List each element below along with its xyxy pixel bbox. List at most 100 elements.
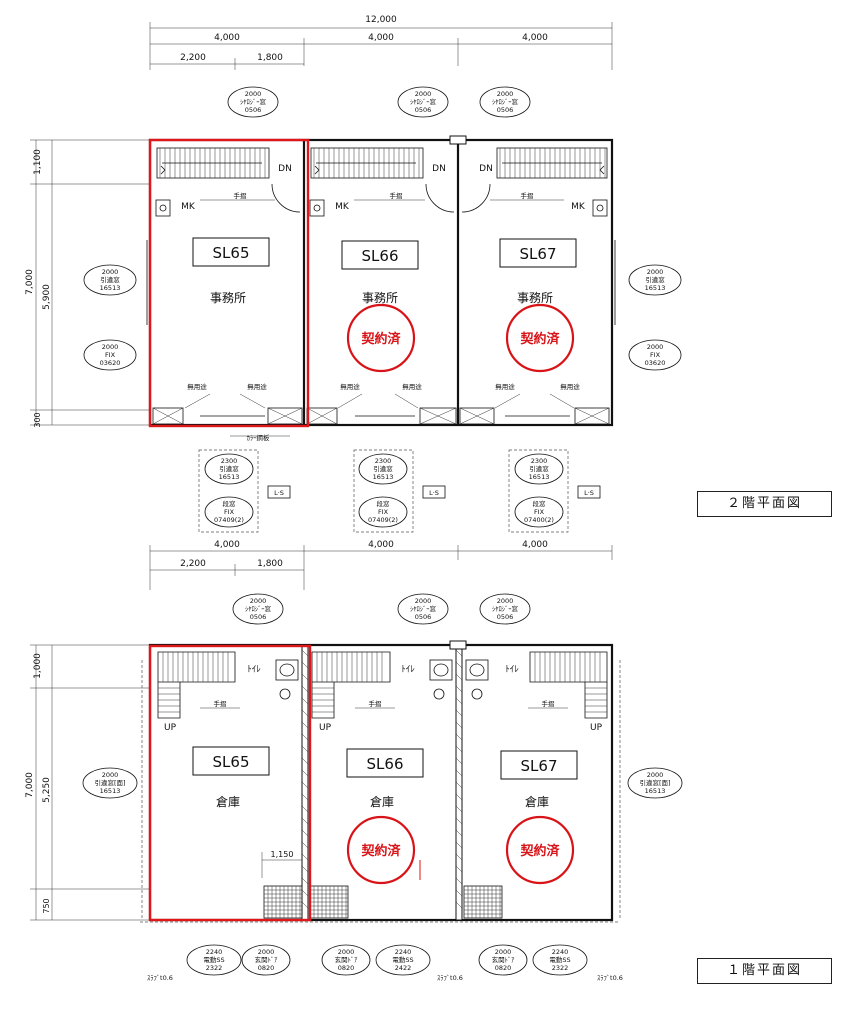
svg-text:ｼﾔﾛｼﾞｰ窓: ｼﾔﾛｼﾞｰ窓 — [492, 97, 519, 106]
stairs-1f — [157, 651, 608, 719]
svg-text:SL65: SL65 — [213, 753, 250, 771]
svg-text:FIX: FIX — [650, 351, 661, 359]
svg-text:03620: 03620 — [100, 359, 121, 367]
svg-text:FIX: FIX — [378, 508, 389, 516]
svg-text:16513: 16513 — [219, 473, 240, 481]
svg-text:SL66: SL66 — [362, 247, 399, 265]
svg-text:FIX: FIX — [534, 508, 545, 516]
room-name: 倉庫 — [525, 794, 549, 809]
svg-text:段窓: 段窓 — [533, 499, 547, 508]
svg-text:引違窓[面]: 引違窓[面] — [94, 778, 125, 787]
svg-text:2000: 2000 — [245, 90, 262, 98]
svg-text:契約済: 契約済 — [360, 843, 401, 859]
svg-text:電動SS: 電動SS — [549, 955, 570, 964]
svg-text:16513: 16513 — [373, 473, 394, 481]
dim-2f-c: 5,900 — [42, 284, 52, 310]
highlight-sl65-2f — [148, 138, 310, 428]
svg-text:750: 750 — [42, 898, 51, 913]
svg-text:0506: 0506 — [497, 106, 514, 114]
svg-text:手摺: 手摺 — [369, 699, 383, 708]
dim-2f-d: 300 — [33, 412, 42, 427]
floor1-title: １階平面図 — [697, 958, 832, 984]
room-name: 倉庫 — [216, 794, 240, 809]
svg-text:FIX: FIX — [105, 351, 116, 359]
svg-text:2322: 2322 — [206, 964, 223, 972]
svg-text:2000: 2000 — [497, 597, 514, 605]
svg-text:SL65: SL65 — [213, 244, 250, 262]
svg-text:玄関ﾄﾞｱ: 玄関ﾄﾞｱ — [335, 955, 359, 964]
room-name: 事務所 — [362, 291, 398, 305]
contracted-stamp-sl66-2f: 契約済 — [346, 303, 416, 373]
svg-text:2300: 2300 — [375, 457, 392, 465]
svg-text:2000: 2000 — [258, 948, 275, 956]
ls-tag: L·S — [584, 489, 594, 497]
svg-text:無用途: 無用途 — [495, 382, 515, 391]
contracted-stamp-sl66-1f: 契約済 — [346, 815, 416, 885]
svg-text:4,000: 4,000 — [522, 540, 548, 550]
svg-text:2240: 2240 — [395, 948, 412, 956]
svg-text:電動SS: 電動SS — [203, 955, 224, 964]
svg-text:無用途: 無用途 — [247, 382, 267, 391]
svg-text:07409(2): 07409(2) — [368, 516, 398, 524]
svg-text:ｼﾔﾛｼﾞｰ窓: ｼﾔﾛｼﾞｰ窓 — [410, 604, 437, 613]
svg-text:引違窓: 引違窓 — [373, 464, 393, 473]
svg-text:MK: MK — [335, 202, 350, 212]
door-tags-1f: 2240 電動SS 2322 2000 玄関ﾄﾞｱ 0820 ｽﾗﾌﾞt0.6 … — [147, 944, 623, 982]
svg-text:2422: 2422 — [395, 964, 412, 972]
svg-text:無用途: 無用途 — [560, 382, 580, 391]
up-label: UP — [164, 723, 177, 733]
left-dimension-lines-2f: 1,100 7,000 5,900 300 — [25, 139, 150, 428]
up-label: UP — [590, 723, 603, 733]
svg-text:SL67: SL67 — [520, 245, 557, 263]
stairs-unit-2 — [310, 147, 424, 179]
svg-text:2300: 2300 — [221, 457, 238, 465]
unit-label-sl66-1f: SL66 — [346, 748, 424, 778]
svg-text:2000: 2000 — [647, 771, 664, 779]
svg-text:契約済: 契約済 — [519, 331, 560, 347]
ls-tag: L·S — [274, 489, 284, 497]
window-tags-top-1f: 2000 ｼﾔﾛｼﾞｰ窓 0506 2000 ｼﾔﾛｼﾞｰ窓 0506 2000… — [232, 593, 531, 625]
svg-text:2300: 2300 — [531, 457, 548, 465]
svg-text:ﾄｲﾚ: ﾄｲﾚ — [505, 665, 519, 675]
svg-text:0506: 0506 — [415, 613, 432, 621]
svg-text:ｶﾗｰ鋼板: ｶﾗｰ鋼板 — [247, 433, 270, 442]
window-tags-side-1f: 2000 引違窓[面] 16513 2000 引違窓[面] 16513 — [82, 767, 683, 799]
entry-grates — [263, 885, 503, 919]
svg-text:0820: 0820 — [495, 964, 512, 972]
room-name: 事務所 — [210, 291, 246, 305]
svg-text:ﾄｲﾚ: ﾄｲﾚ — [401, 665, 415, 675]
svg-text:2322: 2322 — [552, 964, 569, 972]
left-dimension-lines-1f: 1,000 7,000 5,250 750 — [25, 644, 150, 921]
dim-sub-a: 2,200 — [180, 53, 206, 63]
unit-label-sl65-2f: SL65 — [192, 237, 270, 267]
toilet-fixtures: ﾄｲﾚ ﾄｲﾚ ﾄｲﾚ — [247, 659, 519, 700]
top-dimension-lines: 12,000 4,000 4,000 4,000 2,200 1,800 — [149, 15, 613, 70]
dim-2f-a: 1,100 — [33, 149, 43, 175]
svg-text:16513: 16513 — [645, 284, 666, 292]
svg-text:手摺: 手摺 — [542, 699, 556, 708]
svg-text:SL67: SL67 — [521, 757, 558, 775]
svg-text:MK: MK — [181, 202, 196, 212]
unit-label-sl67-1f: SL67 — [500, 750, 578, 780]
svg-text:2000: 2000 — [102, 343, 119, 351]
svg-text:0506: 0506 — [245, 106, 262, 114]
dn-label: DN — [278, 164, 292, 174]
room-name: 倉庫 — [370, 794, 394, 809]
svg-text:16513: 16513 — [645, 787, 666, 795]
svg-text:電動SS: 電動SS — [392, 955, 413, 964]
dim-2f-b: 7,000 — [25, 269, 35, 295]
svg-text:手摺: 手摺 — [234, 191, 248, 200]
svg-text:2000: 2000 — [497, 90, 514, 98]
svg-text:ｽﾗﾌﾞt0.6: ｽﾗﾌﾞt0.6 — [147, 974, 173, 982]
svg-text:0506: 0506 — [415, 106, 432, 114]
window-tags-top-2f: 2000 ｼﾔﾛｼﾞｰ窓 0506 2000 ｼﾔﾛｼﾞｰ窓 0506 2000… — [227, 86, 531, 118]
svg-text:2240: 2240 — [206, 948, 223, 956]
svg-text:0506: 0506 — [497, 613, 514, 621]
svg-text:玄関ﾄﾞｱ: 玄関ﾄﾞｱ — [255, 955, 279, 964]
svg-text:段窓: 段窓 — [377, 499, 391, 508]
svg-text:07400(2): 07400(2) — [524, 516, 554, 524]
svg-text:1,000: 1,000 — [33, 653, 43, 679]
svg-text:無用途: 無用途 — [402, 382, 422, 391]
svg-text:手摺: 手摺 — [390, 191, 404, 200]
svg-text:ｽﾗﾌﾞt0.6: ｽﾗﾌﾞt0.6 — [597, 974, 623, 982]
